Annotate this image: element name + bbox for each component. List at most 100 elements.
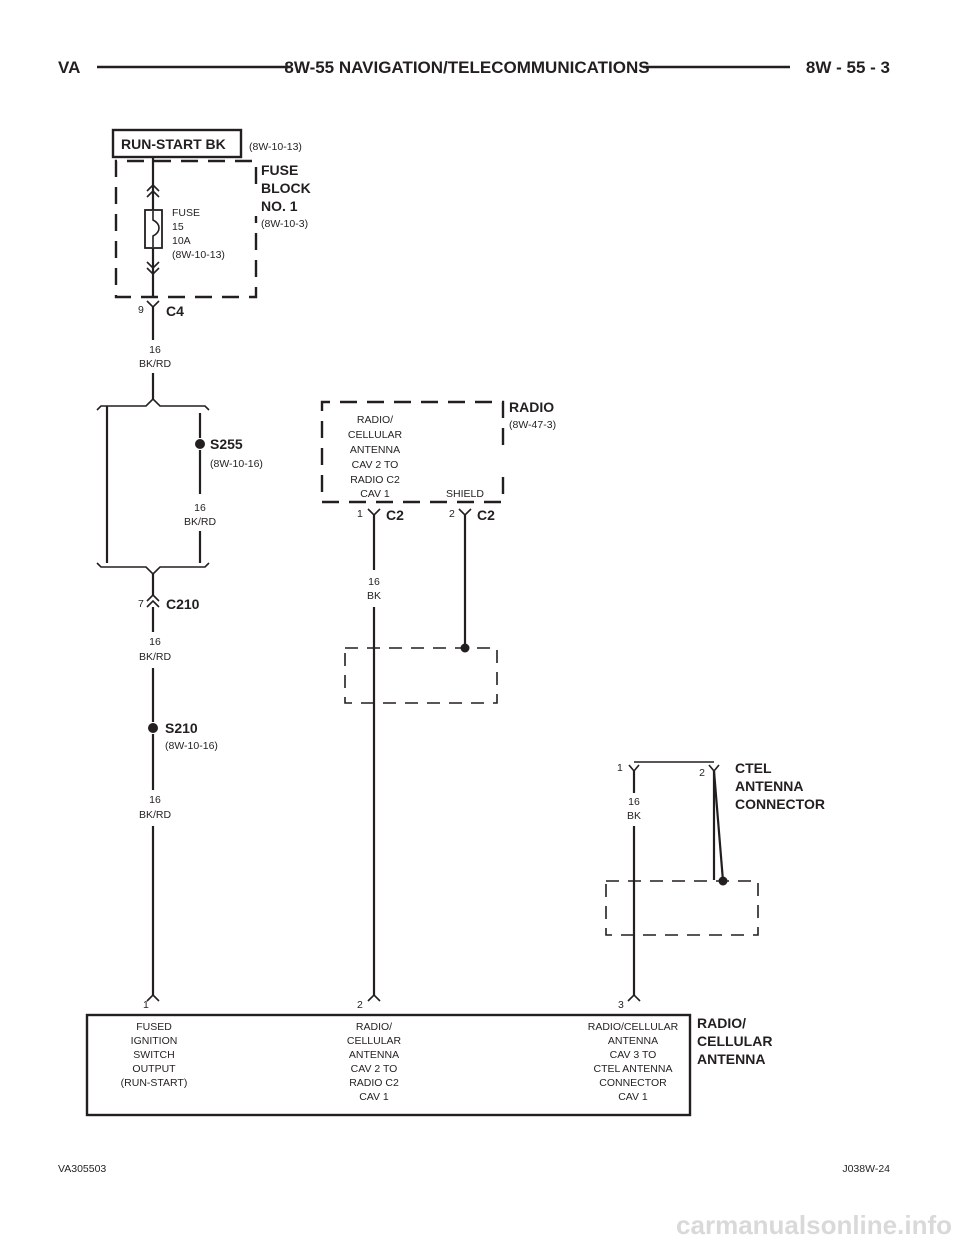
s255-ref: (8W-10-16): [210, 458, 263, 470]
wire-2-color: BK/RD: [184, 516, 217, 528]
radio-component: RADIO (8W-47-3) RADIO/ CELLULAR ANTENNA …: [320, 399, 556, 995]
s210-splice-dot: [148, 723, 158, 733]
wire-3-gauge: 16: [149, 636, 161, 648]
run-start-box: [111, 128, 243, 159]
antenna-cav2-line-6: CAV 1: [359, 1091, 389, 1103]
antenna-title-3: ANTENNA: [697, 1051, 765, 1067]
s210-ref: (8W-10-16): [165, 740, 218, 752]
watermark: carmanualsonline.info: [676, 1210, 952, 1240]
antenna-cav3-line-5: CONNECTOR: [599, 1077, 667, 1089]
antenna-title-2: CELLULAR: [697, 1033, 772, 1049]
antenna-pin3-icon: [627, 993, 641, 1002]
power-source: RUN-START BK (8W-10-13): [111, 128, 302, 159]
radio-c2-pin2-number: 2: [449, 508, 455, 520]
footer-drawing-id: J038W-24: [842, 1163, 890, 1175]
ctel-cable-shield: [605, 880, 759, 936]
antenna-cav2-line-5: RADIO C2: [349, 1077, 399, 1089]
fuse-label-2: 15: [172, 221, 184, 233]
radio-c2-label-2: C2: [477, 507, 495, 523]
radio-ref: (8W-47-3): [509, 419, 556, 431]
radio-cable-shield: [344, 647, 498, 704]
wire-bracket-bottom: [96, 562, 210, 576]
page-header: VA 8W-55 NAVIGATION/TELECOMMUNICATIONS 8…: [58, 58, 890, 77]
c210-connector-icon: [146, 593, 160, 608]
fuse-label-1: FUSE: [172, 207, 200, 219]
run-start-label: RUN-START BK: [121, 136, 226, 152]
antenna-cav2-line-2: CELLULAR: [347, 1035, 402, 1047]
antenna-cav2-line-4: CAV 2 TO: [351, 1063, 398, 1075]
antenna-cav1-line-2: IGNITION: [131, 1035, 178, 1047]
fuse-label-4: (8W-10-13): [172, 249, 225, 261]
radio-outline: [320, 400, 505, 504]
c4-connector-icon: [146, 300, 160, 309]
radio-c2-pin1-number: 1: [357, 508, 363, 520]
fuse-block: FUSE BLOCK NO. 1 (8W-10-3) FUSE 15 10A (…: [114, 157, 311, 319]
antenna-cav3-line-4: CTEL ANTENNA: [594, 1063, 673, 1075]
radio-circuit-line-2: CELLULAR: [348, 429, 403, 441]
radio-circuit-line-1: RADIO/: [357, 414, 393, 426]
ctel-title-1: CTEL: [735, 760, 772, 776]
fuse-top-pin-icon: [146, 183, 160, 198]
antenna-pin1-number: 1: [143, 999, 149, 1011]
radio-c2-label-1: C2: [386, 507, 404, 523]
antenna-pin1-icon: [146, 993, 160, 1002]
header-left: VA: [58, 58, 80, 77]
antenna-cav3-line-1: RADIO/CELLULAR: [588, 1021, 679, 1033]
antenna-box: [85, 1013, 692, 1117]
wire-3-color: BK/RD: [139, 651, 172, 663]
fuse-element: [152, 211, 160, 247]
c4-pin-number: 9: [138, 304, 144, 316]
radio-shield-label: SHIELD: [446, 488, 484, 500]
radio-c2-pin2-icon: [458, 508, 472, 517]
fuse-bottom-pin-icon: [146, 261, 160, 276]
wire-4-color: BK/RD: [139, 809, 172, 821]
wire-5-gauge: 16: [368, 576, 380, 588]
ctel-pin2-number: 2: [699, 767, 705, 779]
antenna-pin3-number: 3: [618, 999, 624, 1011]
wire-5-color: BK: [367, 590, 381, 602]
radio-cellular-antenna: 1 2 3 RADIO/ CELLULAR ANTENNA FUSED IGNI…: [85, 993, 772, 1117]
ctel-pin1-number: 1: [617, 762, 623, 774]
run-start-ref: (8W-10-13): [249, 141, 302, 153]
radio-c2-pin1-icon: [367, 508, 381, 517]
page-footer: VA305503 J038W-24: [58, 1163, 890, 1175]
c4-connector-label: C4: [166, 303, 184, 319]
fuse-block-title-3: NO. 1: [261, 198, 298, 214]
ctel-title-2: ANTENNA: [735, 778, 803, 794]
antenna-cav2-line-3: ANTENNA: [349, 1049, 399, 1061]
ctel-title-3: CONNECTOR: [735, 796, 825, 812]
antenna-pin2-icon: [367, 993, 381, 1002]
ctel-bracket: [628, 761, 720, 773]
antenna-cav2-line-1: RADIO/: [356, 1021, 392, 1033]
antenna-cav1-line-5: (RUN-START): [121, 1077, 188, 1089]
fuse-block-ref: (8W-10-3): [261, 218, 308, 230]
fuse-block-outline: [114, 159, 258, 299]
antenna-cav1-line-1: FUSED: [136, 1021, 172, 1033]
wire-1-color: BK/RD: [139, 358, 172, 370]
radio-circuit-line-3: ANTENNA: [350, 444, 400, 456]
antenna-cav3-line-6: CAV 1: [618, 1091, 648, 1103]
ctel-antenna-connector: 1 2 CTEL ANTENNA CONNECTOR 16 BK: [605, 760, 825, 995]
radio-circuit-line-6: CAV 1: [360, 488, 390, 500]
fuse-block-title-1: FUSE: [261, 162, 298, 178]
antenna-cav3-line-3: CAV 3 TO: [610, 1049, 657, 1061]
antenna-cav1-line-3: SWITCH: [133, 1049, 174, 1061]
header-page-number: 8W - 55 - 3: [806, 58, 890, 77]
radio-circuit-line-4: CAV 2 TO: [352, 459, 399, 471]
footer-figure-id: VA305503: [58, 1163, 106, 1175]
ignition-feed-circuit: 16 BK/RD S255 (8W-10-16) 16 BK/RD 7 C210…: [96, 307, 263, 995]
wire-6-gauge: 16: [628, 796, 640, 808]
s255-splice-dot: [195, 439, 205, 449]
s210-label: S210: [165, 720, 198, 736]
header-title: 8W-55 NAVIGATION/TELECOMMUNICATIONS: [284, 58, 649, 77]
wire-1-gauge: 16: [149, 344, 161, 356]
wire-2-gauge: 16: [194, 502, 206, 514]
wire-6-color: BK: [627, 810, 641, 822]
fuse-block-title-2: BLOCK: [261, 180, 311, 196]
s255-label: S255: [210, 436, 243, 452]
antenna-cav1-line-4: OUTPUT: [132, 1063, 176, 1075]
fuse-label-3: 10A: [172, 235, 191, 247]
c210-pin-number: 7: [138, 598, 144, 610]
c210-label: C210: [166, 596, 200, 612]
